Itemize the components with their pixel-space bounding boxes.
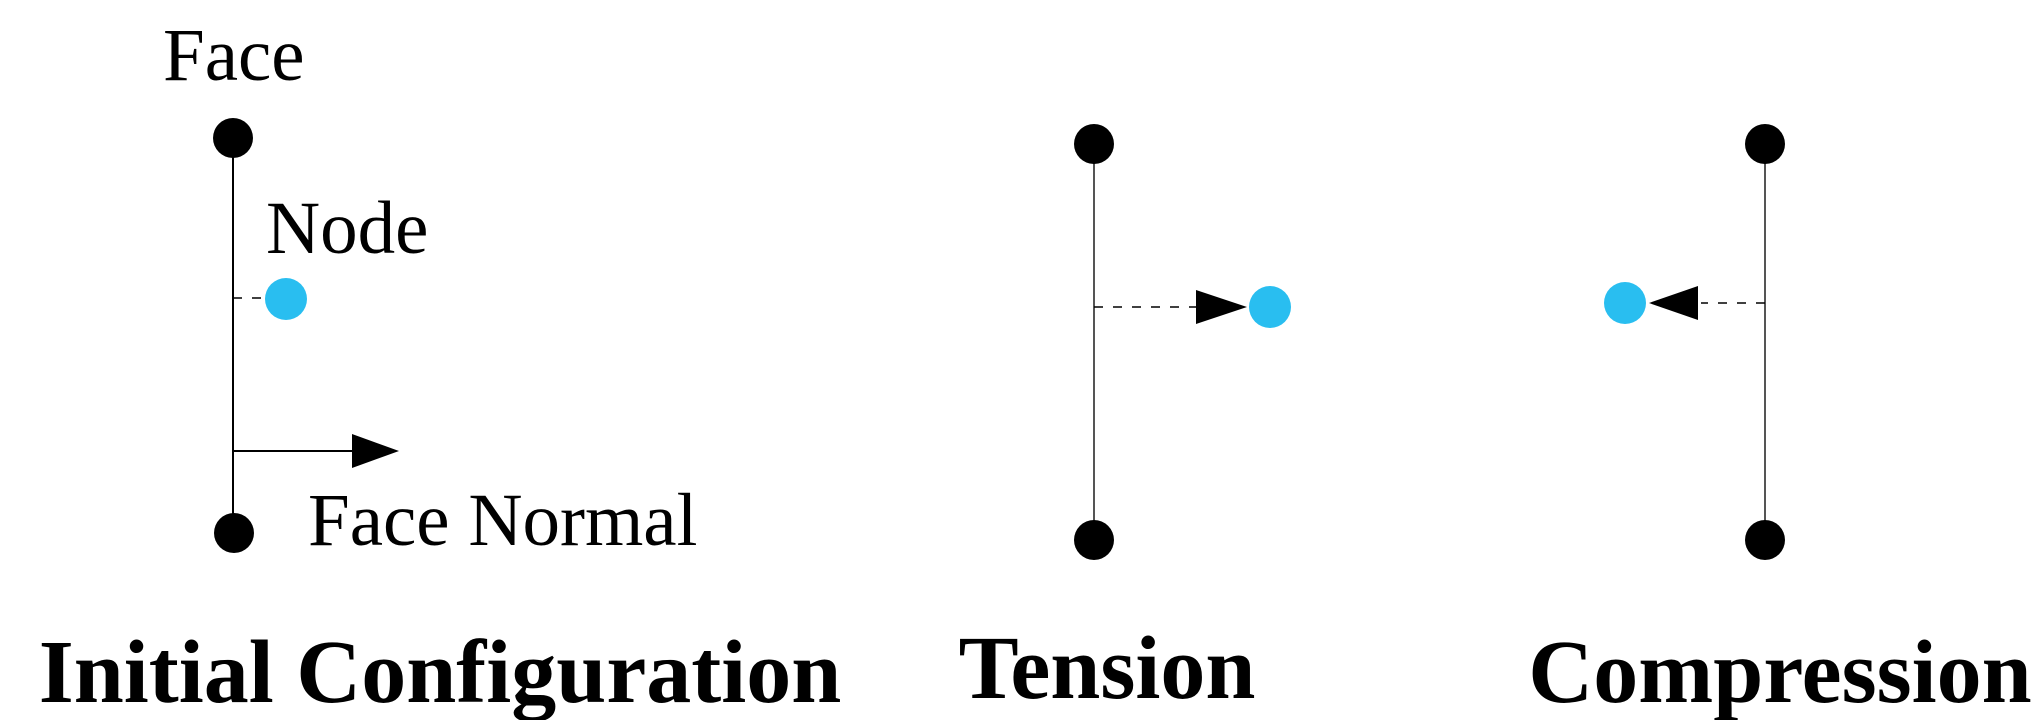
panel-tension: Tension <box>959 124 1291 718</box>
panel-initial-configuration: Face Node Face Normal Initial Configurat… <box>39 14 842 720</box>
face-label: Face <box>163 14 305 97</box>
face-endpoint-top-dot <box>1745 124 1785 164</box>
node-label: Node <box>266 187 428 270</box>
face-endpoint-bottom-dot <box>1745 520 1785 560</box>
face-endpoint-top-dot <box>213 118 253 158</box>
face-endpoint-top-dot <box>1074 124 1114 164</box>
face-normal-label: Face Normal <box>308 479 697 562</box>
initial-configuration-title: Initial Configuration <box>39 623 842 720</box>
node-marker <box>1249 286 1291 328</box>
panel-compression: Compression <box>1528 124 2032 720</box>
node-marker <box>265 278 307 320</box>
tension-title: Tension <box>959 619 1256 718</box>
compression-arrowhead-icon <box>1649 286 1698 320</box>
tension-arrowhead-icon <box>1196 290 1247 324</box>
face-normal-arrowhead-icon <box>352 434 399 468</box>
compression-title: Compression <box>1528 623 2031 720</box>
node-marker <box>1604 282 1646 324</box>
face-endpoint-bottom-dot <box>1074 520 1114 560</box>
face-endpoint-bottom-dot <box>214 513 254 553</box>
